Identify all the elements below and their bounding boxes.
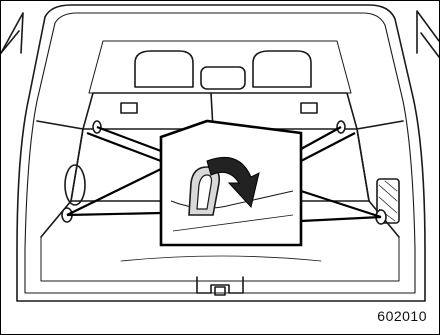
latch-center <box>215 287 225 295</box>
tailgate-strut-right <box>417 11 439 53</box>
leader-line <box>301 133 355 161</box>
leader-line <box>301 127 341 149</box>
inset-callout <box>161 121 301 245</box>
tailgate-strut-left <box>1 13 23 53</box>
seatback-lock-left <box>121 103 137 113</box>
leader-line <box>301 191 381 217</box>
leader-line <box>67 213 161 215</box>
headrest-right <box>253 51 311 87</box>
headrest-center <box>201 67 245 89</box>
left-speaker <box>65 165 85 205</box>
floor-crease <box>121 256 321 261</box>
headrest-left <box>135 51 193 87</box>
leader-line <box>67 169 161 215</box>
latch-striker <box>197 277 243 293</box>
leader-line <box>301 217 381 221</box>
left-side-panel <box>37 121 83 237</box>
seatback-lock-right <box>301 103 317 113</box>
leader-line <box>97 127 161 151</box>
tailgate-strut-line-left <box>1 31 19 53</box>
figure-number: 602010 <box>377 308 427 324</box>
